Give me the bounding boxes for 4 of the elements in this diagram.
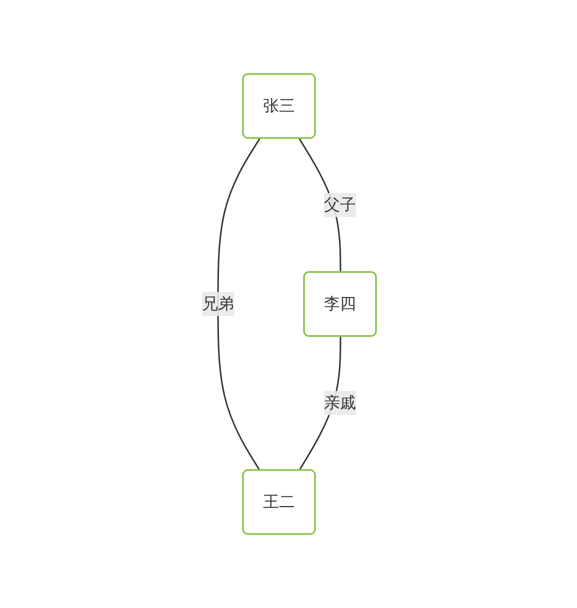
edge-label: 父子 [324, 195, 356, 214]
edge-label: 兄弟 [202, 294, 234, 313]
connector [216, 138, 260, 471]
edge-label: 亲戚 [324, 393, 356, 412]
